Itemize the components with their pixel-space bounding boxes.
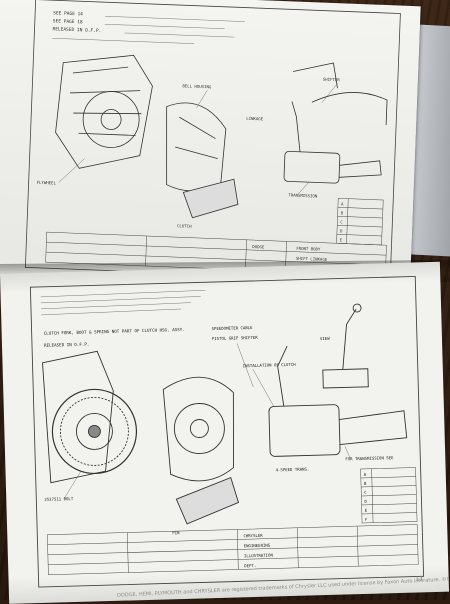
- top-callout-linkage: LINKAGE: [246, 116, 264, 122]
- bottom-callout-pin: PIN: [172, 530, 180, 535]
- bottom-rev-a: A: [364, 472, 367, 477]
- bottom-page: CLUTCH FORK, BOOT & SPRING NOT PART OF C…: [0, 261, 450, 604]
- bottom-title-1: CHRYSLER: [243, 533, 263, 539]
- bottom-note-1: CLUTCH FORK, BOOT & SPRING NOT PART OF C…: [44, 327, 185, 336]
- bottom-callout-pistol: PISTOL GRIP SHIFTER: [212, 335, 258, 341]
- top-rev-e: E: [340, 237, 343, 242]
- bottom-title-4: DEPT.: [244, 563, 256, 568]
- top-callout-clutch: CLUTCH: [177, 223, 192, 229]
- transmission-drawing-bottom: [268, 303, 408, 457]
- bottom-callout-speedo: SPEEDOMETER CABLE: [212, 325, 254, 331]
- top-rev-c: C: [340, 219, 343, 224]
- bottom-callout-install: INSTALLATION OF CLUTCH: [243, 362, 297, 368]
- bottom-title-3: ILLUSTRATION: [244, 552, 274, 558]
- transmission-drawing: [283, 62, 388, 184]
- flywheel-drawing: [42, 350, 138, 484]
- bottom-rev-e: E: [365, 508, 368, 513]
- engine-drawing: [55, 54, 153, 169]
- top-note-3: RELEASED IN O.F.P.: [52, 26, 101, 34]
- top-note-1: SEE PAGE 14: [53, 10, 83, 17]
- bottom-diagram: CLUTCH FORK, BOOT & SPRING NOT PART OF C…: [29, 275, 425, 588]
- top-title-3: SHIFT LINKAGE: [296, 256, 328, 262]
- bottom-rev-b: B: [364, 481, 367, 486]
- bottom-rev-c: C: [364, 490, 367, 495]
- top-callout-shifter: SHIFTER: [323, 77, 341, 83]
- bottom-note-2: RELEASED IN O.F.P.: [44, 342, 90, 348]
- top-revision-table: [336, 198, 384, 246]
- top-rev-a: A: [341, 201, 344, 206]
- top-title-1: DODGE: [252, 244, 265, 249]
- top-callout-flywheel: FLYWHEEL: [37, 180, 57, 186]
- top-title-block: [45, 231, 387, 276]
- top-callout-transmission: TRANSMISSION: [288, 192, 318, 198]
- top-rev-d: D: [340, 228, 343, 233]
- bottom-title-block: [47, 524, 419, 576]
- top-callout-bellhousing: BELL HOUSING: [182, 83, 212, 89]
- bottom-callout-4speed: 4-SPEED TRANS.: [276, 466, 310, 472]
- top-title-2: FRONT BODY: [296, 246, 321, 252]
- bottom-callout-bolt: 2537511 BOLT: [44, 496, 74, 502]
- trademark-footer: DODGE, HEMI, PLYMOUTH and CHRYSLER are r…: [116, 574, 450, 599]
- page-number: 13: [414, 575, 423, 583]
- bottom-callout-trans-see: FOR TRANSMISSION SEE: [345, 455, 394, 461]
- bottom-callout-view: VIEW: [320, 336, 330, 341]
- bottom-title-2: ENGINEERING: [244, 543, 271, 549]
- top-note-2: SEE PAGE 18: [53, 18, 83, 25]
- bottom-revision-table: [360, 467, 418, 524]
- top-page: SEE PAGE 14 SEE PAGE 18 RELEASED IN O.F.…: [0, 0, 421, 293]
- bottom-rev-f: F: [365, 517, 368, 522]
- bellhousing-drawing: [166, 102, 239, 219]
- top-diagram: SEE PAGE 14 SEE PAGE 18 RELEASED IN O.F.…: [24, 0, 401, 282]
- top-rev-b: B: [341, 210, 344, 215]
- bottom-rev-d: D: [364, 499, 367, 504]
- clutch-housing-drawing: [162, 376, 240, 525]
